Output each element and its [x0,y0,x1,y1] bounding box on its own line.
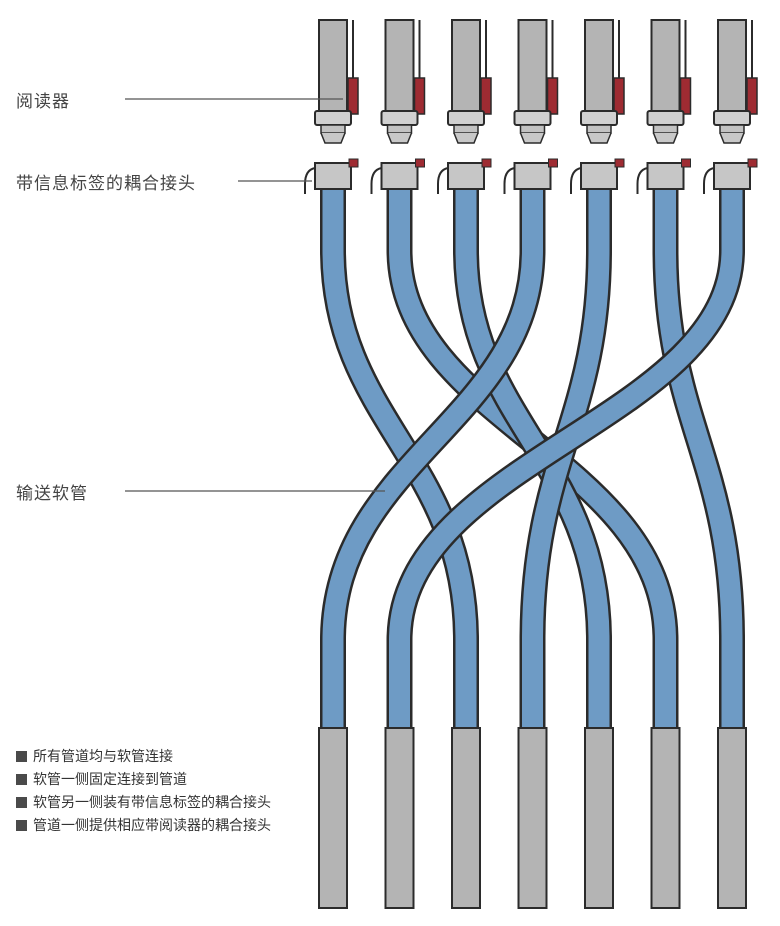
info-tag [681,158,691,168]
reader-fitting-flange [652,124,679,134]
top-pipe [584,19,614,113]
bottom-pipe [384,727,415,909]
reader-fitting-flange [586,124,612,134]
info-tag [481,158,492,168]
info-tag [348,158,359,168]
reader-fitting-flange [386,124,413,134]
reader-tag [413,77,426,115]
coupling-clip [570,167,582,194]
reader-tag [480,77,492,115]
top-pipe [650,19,681,113]
reader-fitting-flange [519,124,546,134]
info-tag [614,158,625,168]
transfer-hose [652,190,745,730]
top-pipe [517,19,548,113]
top-pipe [451,19,481,113]
reader-fitting-nut [447,110,485,126]
legend-item-text: 所有管道均与软管连接 [33,749,173,765]
coupling-body [580,162,618,190]
reader-fitting-flange [719,124,745,134]
reader-fitting-tip [652,132,679,144]
transfer-hose [386,190,745,730]
coupling-body [380,162,419,190]
transfer-hose [320,190,479,730]
square-bullet-icon [16,774,27,785]
info-tag [548,158,558,168]
reader-tag [679,77,692,115]
reader-fitting-nut [646,110,685,126]
bottom-pipe [318,727,348,909]
hose-body [322,190,477,730]
info-tag [415,158,425,168]
coupling-label: 带信息标签的耦合接头 [16,174,196,194]
reader-fitting-tip [386,132,413,144]
bottom-pipe [517,727,548,909]
legend-item: 软管另一侧装有带信息标签的耦合接头 [16,792,271,815]
legend-item: 软管一侧固定连接到管道 [16,769,271,792]
reader-fitting-flange [320,124,346,134]
coupling-clip [437,167,449,194]
reader-fitting-tip [719,132,745,144]
coupling-body [513,162,552,190]
reader-tag [347,77,359,115]
info-tag [747,158,758,168]
square-bullet-icon [16,751,27,762]
square-bullet-icon [16,797,27,808]
hose-group [320,190,745,730]
hose-body [322,190,543,730]
reader-fitting-nut [314,110,352,126]
hose-body [655,190,743,730]
top-pipe [384,19,415,113]
hose-body [455,190,610,730]
top-pipe [717,19,747,113]
bottom-pipe [717,727,747,909]
reader-fitting-tip [586,132,612,144]
reader-fitting-nut [713,110,751,126]
coupling-body [646,162,685,190]
coupling-clip [503,167,515,194]
reader-fitting-nut [580,110,618,126]
hose-outline [320,190,546,730]
hose-label: 输送软管 [16,484,88,504]
reader-tag [546,77,559,115]
hose-body [389,190,743,730]
square-bullet-icon [16,820,27,831]
coupling-body [447,162,485,190]
coupling-body [713,162,751,190]
top-pipe-group [314,19,758,144]
legend-item: 所有管道均与软管连接 [16,746,271,769]
reader-fitting-nut [513,110,552,126]
reader-label: 阅读器 [16,92,70,112]
coupling-group [304,158,758,194]
reader-fitting-tip [320,132,346,144]
reader-fitting-flange [453,124,479,134]
reader-tag [746,77,758,115]
reader-tag [613,77,625,115]
legend-item-text: 软管一侧固定连接到管道 [33,772,187,788]
legend-item-text: 管道一侧提供相应带阅读器的耦合接头 [33,818,271,834]
leader-line-group [125,98,385,492]
coupling-clip [636,167,648,194]
reader-fitting-nut [380,110,419,126]
bottom-pipe-group [318,727,747,909]
legend-item-text: 软管另一侧装有带信息标签的耦合接头 [33,795,271,811]
bottom-pipe [584,727,614,909]
coupling-clip [304,167,316,194]
legend-item: 管道一侧提供相应带阅读器的耦合接头 [16,815,271,838]
legend-list: 所有管道均与软管连接 软管一侧固定连接到管道 软管另一侧装有带信息标签的耦合接头… [16,746,271,838]
coupling-body [314,162,352,190]
top-pipe [318,19,348,113]
transfer-hose [320,190,546,730]
coupling-clip [703,167,715,194]
reader-fitting-tip [519,132,546,144]
reader-fitting-tip [453,132,479,144]
coupling-clip [370,167,382,194]
bottom-pipe [451,727,481,909]
transfer-hose [453,190,612,730]
bottom-pipe [650,727,681,909]
